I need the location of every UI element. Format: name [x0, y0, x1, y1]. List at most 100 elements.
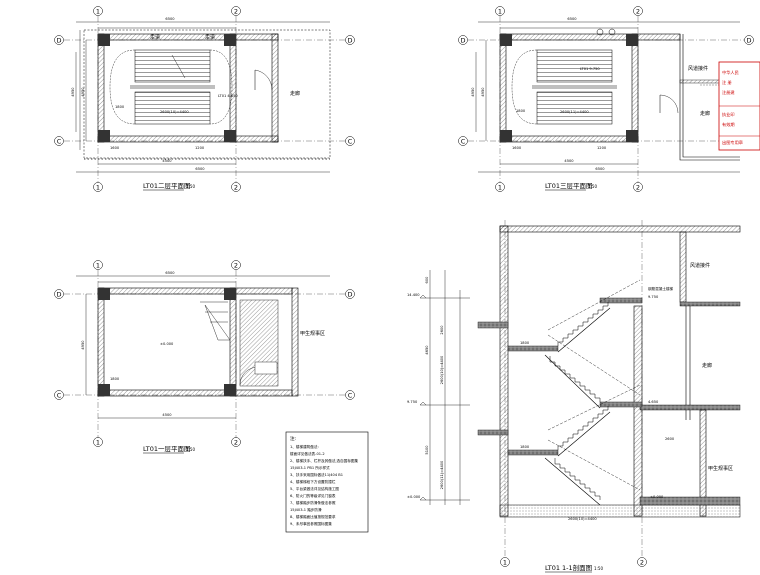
svg-text:D: D [746, 36, 751, 44]
svg-text:4950: 4950 [481, 87, 485, 97]
svg-text:风道接件: 风道接件 [690, 262, 710, 269]
plan-first-floor: 1 2 1 2 D C D C 6500 [54, 260, 355, 454]
svg-text:4650: 4650 [425, 345, 429, 355]
svg-text:15J403-1 踏步防滑: 15J403-1 踏步防滑 [290, 507, 322, 512]
svg-text:走道: 走道 [205, 34, 215, 41]
svg-text:甲生规事区: 甲生规事区 [708, 465, 733, 472]
svg-text:1: 1 [498, 7, 502, 15]
svg-text:2600(10)=4400: 2600(10)=4400 [568, 517, 597, 521]
grid-bubble: 2 [231, 182, 241, 192]
grid-bubble: 2 [633, 182, 643, 192]
grid-bubble: D [54, 289, 64, 299]
svg-text:9.750: 9.750 [407, 400, 418, 404]
svg-text:C: C [461, 137, 466, 145]
svg-text:C: C [348, 391, 353, 399]
grid-bubble: 1 [500, 557, 510, 567]
grid-bubble: 1 [495, 182, 505, 192]
grid-bubble: 2 [637, 557, 647, 567]
section-title: LT01 1-1剖面图 [545, 563, 592, 572]
svg-text:4950: 4950 [71, 87, 75, 97]
svg-text:1:50: 1:50 [186, 184, 195, 189]
svg-text:1: 1 [498, 183, 502, 191]
grid-bubble: 1 [93, 260, 103, 270]
svg-text:6500: 6500 [195, 167, 205, 171]
svg-text:出图专用章: 出图专用章 [722, 139, 743, 146]
svg-text:2、楼梯扶手、栏杆及其做法,选自国标图集: 2、楼梯扶手、栏杆及其做法,选自国标图集 [290, 458, 359, 463]
svg-text:4950: 4950 [81, 87, 85, 97]
svg-text:C: C [57, 391, 62, 399]
svg-text:14.400: 14.400 [407, 293, 420, 297]
svg-text:1:50: 1:50 [594, 566, 603, 571]
svg-text:LT01 4.650: LT01 4.650 [218, 94, 238, 98]
svg-text:3、扶手采用国标做法11J404 B1: 3、扶手采用国标做法11J404 B1 [290, 472, 343, 477]
svg-text:1、楼梯建筑做法:: 1、楼梯建筑做法: [290, 444, 319, 449]
svg-text:1:50: 1:50 [186, 447, 195, 452]
svg-text:走廊: 走廊 [290, 90, 300, 97]
grid-bubble: 1 [93, 182, 103, 192]
svg-text:钢筋混凝土楼梯: 钢筋混凝土楼梯 [648, 286, 674, 291]
svg-text:15J403-1 PB1 所示样式: 15J403-1 PB1 所示样式 [290, 465, 330, 470]
svg-text:4500: 4500 [162, 159, 172, 163]
grid-bubble: C [345, 390, 355, 400]
grid-bubble: 1 [93, 6, 103, 16]
svg-text:1800: 1800 [110, 377, 120, 381]
grid-bubble: D [744, 35, 754, 45]
svg-text:4950: 4950 [81, 340, 85, 350]
svg-text:甲生规事区: 甲生规事区 [300, 330, 325, 337]
svg-text:9.750: 9.750 [648, 295, 659, 299]
svg-text:6、防火门的等级详见门窗表: 6、防火门的等级详见门窗表 [290, 493, 336, 498]
svg-text:2600(11)=4400: 2600(11)=4400 [560, 110, 589, 114]
svg-text:D: D [56, 36, 61, 44]
svg-text:D: D [347, 290, 352, 298]
svg-text:楼面详见做法表-01-2: 楼面详见做法表-01-2 [290, 451, 325, 456]
svg-text:执业印: 执业印 [722, 111, 735, 118]
svg-text:6500: 6500 [595, 167, 605, 171]
svg-text:600: 600 [425, 276, 429, 284]
svg-text:6500: 6500 [567, 17, 577, 21]
svg-text:2: 2 [640, 558, 644, 566]
svg-text:1800: 1800 [520, 445, 530, 449]
grid-bubble: C [54, 136, 64, 146]
svg-text:1:50: 1:50 [588, 184, 597, 189]
plan-third-floor: 1 2 1 2 D C D C 6500 [458, 6, 760, 192]
grid-bubble: C [458, 136, 468, 146]
svg-text:5、平台梁做法详见结构施工图: 5、平台梁做法详见结构施工图 [290, 486, 339, 491]
svg-text:1200: 1200 [195, 146, 205, 150]
svg-text:9、未尽事宜参照国标图集: 9、未尽事宜参照国标图集 [290, 521, 332, 526]
grid-bubble: D [345, 35, 355, 45]
svg-text:C: C [57, 137, 62, 145]
plan-title: LT01二层平面图 [143, 182, 190, 190]
svg-text:6500: 6500 [165, 271, 175, 275]
plan-second-floor: 1 2 1 2 D C D C 6500 [54, 6, 355, 192]
svg-text:D: D [460, 36, 465, 44]
svg-text:1: 1 [96, 7, 100, 15]
svg-text:1800: 1800 [520, 341, 530, 345]
svg-text:2: 2 [234, 438, 238, 446]
svg-text:LT01 9.750: LT01 9.750 [580, 67, 600, 71]
grid-bubble: 2 [231, 260, 241, 270]
svg-text:1800: 1800 [115, 105, 125, 109]
svg-text:2: 2 [234, 183, 238, 191]
svg-text:4500: 4500 [162, 413, 172, 417]
svg-text:2: 2 [234, 261, 238, 269]
svg-text:走道: 走道 [150, 34, 160, 41]
svg-text:C: C [348, 137, 353, 145]
svg-text:D: D [347, 36, 352, 44]
svg-text:4、楼梯梯段下方设置防撞栏: 4、楼梯梯段下方设置防撞栏 [290, 479, 336, 484]
svg-text:注:: 注: [290, 435, 297, 442]
svg-text:7、楼梯踏步防滑条做法参照: 7、楼梯踏步防滑条做法参照 [290, 500, 336, 505]
svg-text:2: 2 [636, 7, 640, 15]
svg-text:1: 1 [96, 438, 100, 446]
svg-text:1: 1 [503, 558, 507, 566]
registration-stamp: 中华人民 注 册 注册建 执业印 有效期 出图专用章 [718, 61, 760, 151]
svg-text:2: 2 [636, 183, 640, 191]
svg-text:走廊: 走廊 [700, 110, 710, 117]
plan-title: LT01一层平面图 [143, 445, 190, 453]
svg-text:±0.000: ±0.000 [407, 495, 421, 499]
grid-bubble: C [345, 136, 355, 146]
svg-text:6500: 6500 [165, 17, 175, 21]
section-1-1: 1 2 4650 5100 2600 2600(10)=4400 2600(11… [407, 220, 741, 573]
svg-text:有效期: 有效期 [722, 121, 735, 128]
svg-text:2600: 2600 [440, 325, 444, 335]
